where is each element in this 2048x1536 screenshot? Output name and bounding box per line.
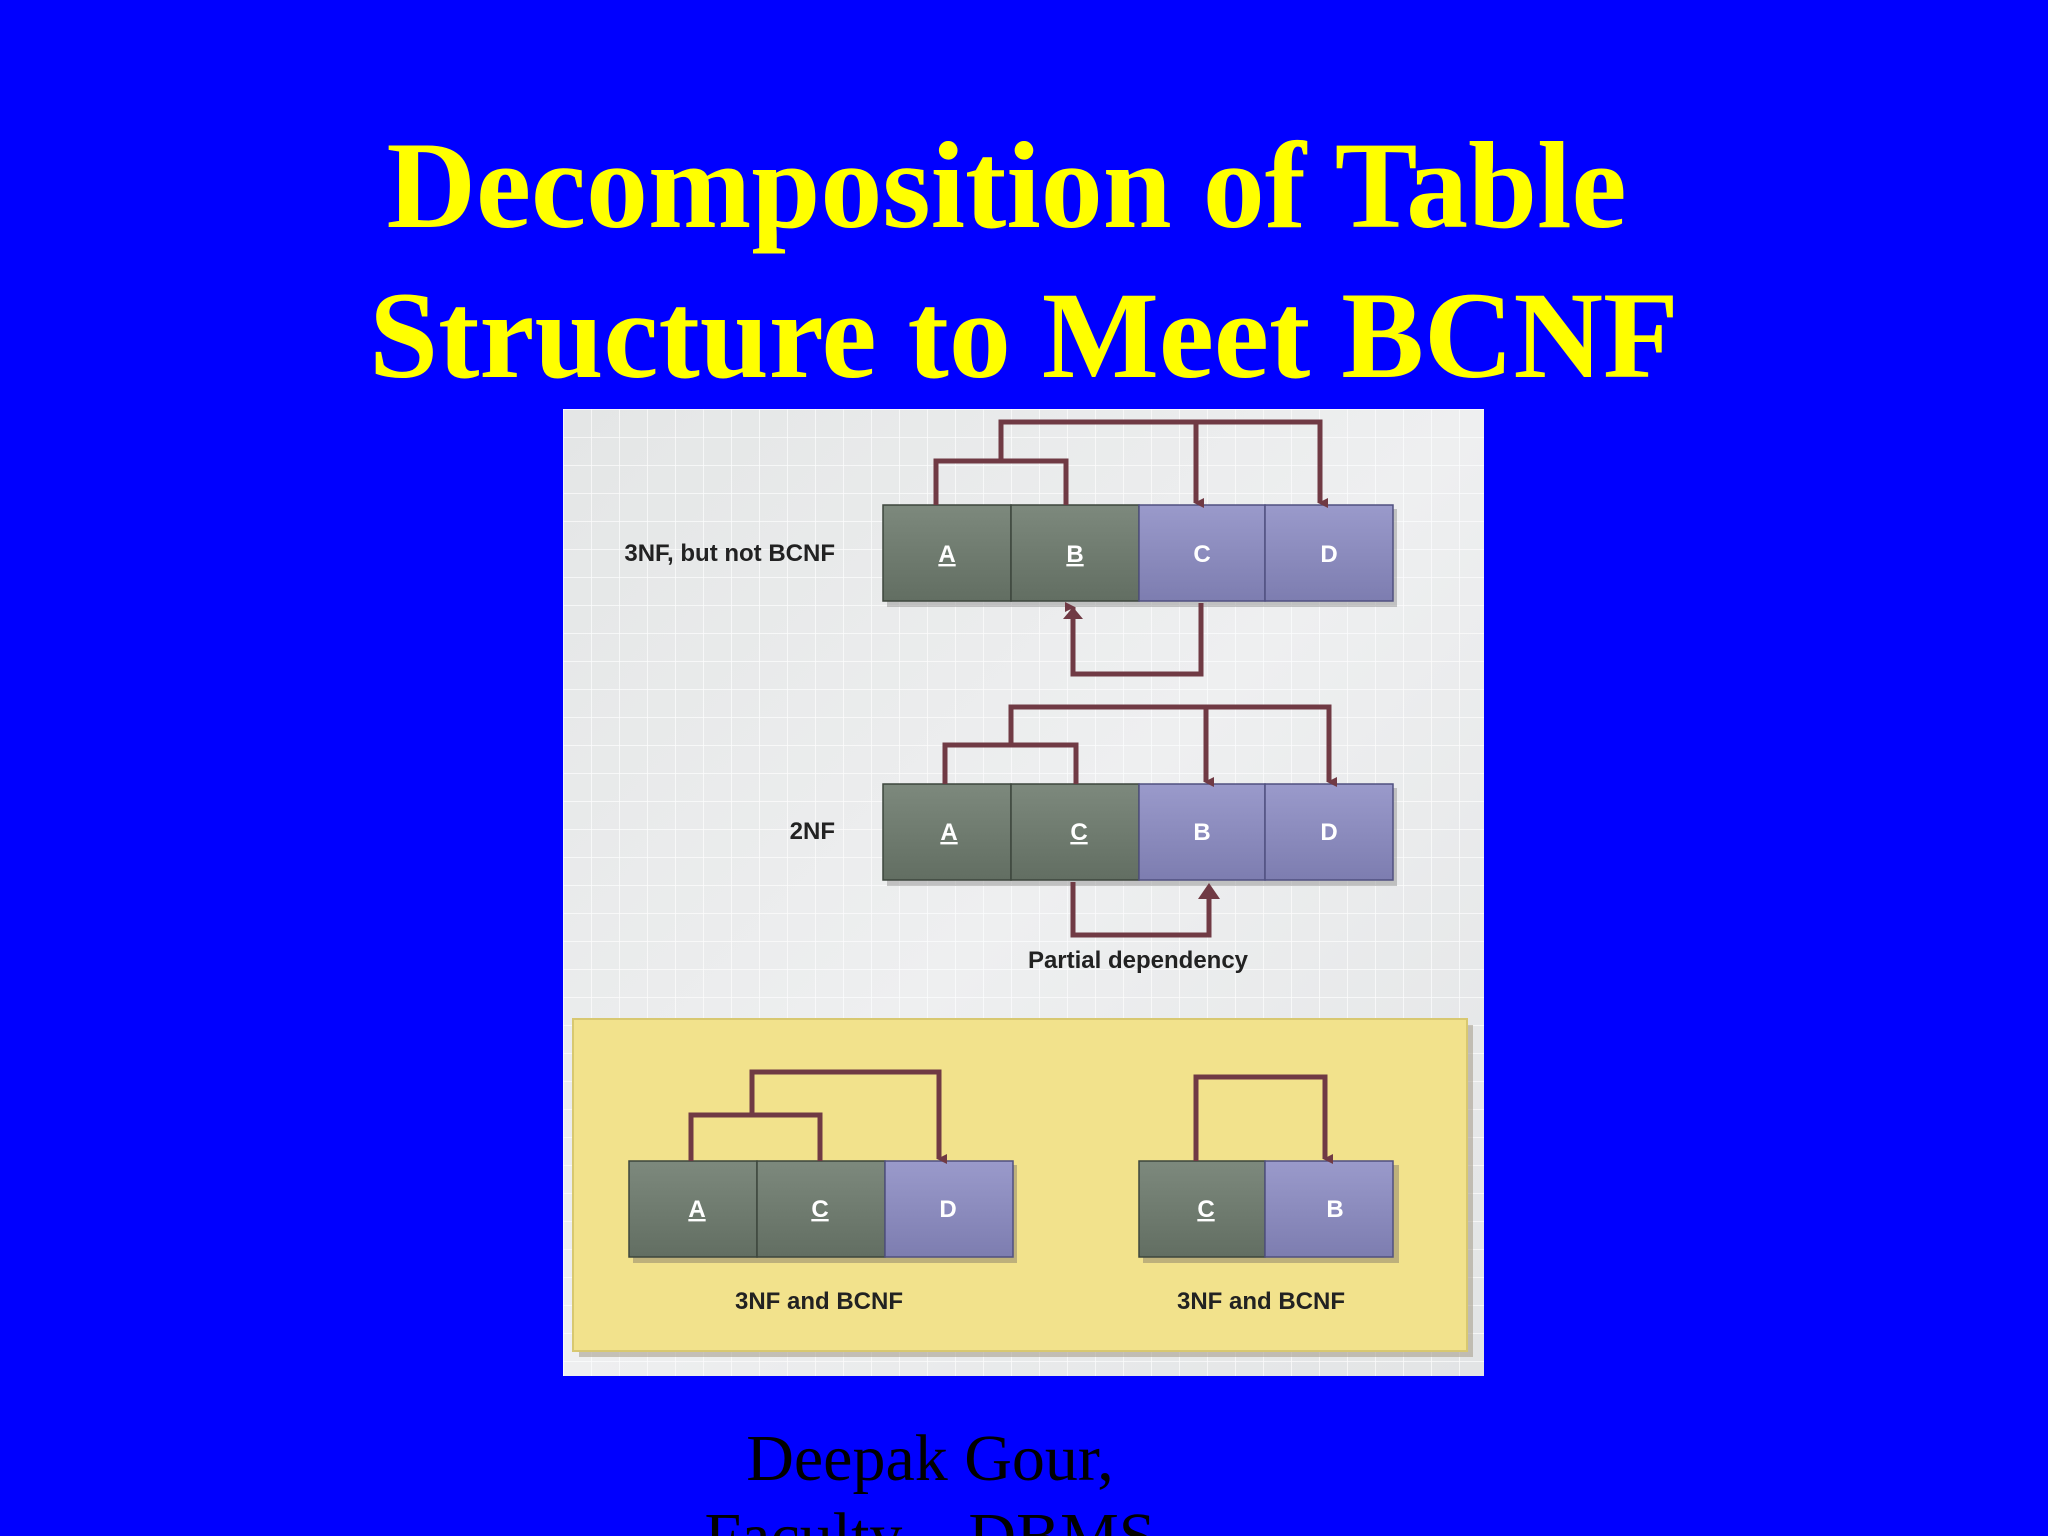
row2-dependency-arrows [942, 704, 1337, 938]
title-line-2: Structure to Meet BCNF [369, 267, 1679, 405]
row3-right-table [1138, 1160, 1399, 1263]
row2-cell-d: D [1320, 819, 1337, 846]
row3-right-caption: 3NF and BCNF [1177, 1288, 1345, 1315]
row2-label: 2NF [790, 818, 835, 845]
row1-cell-b: B [1066, 541, 1083, 568]
row3-right-cell-c: C [1197, 1196, 1214, 1223]
row2-cell-a: A [940, 819, 957, 846]
row3-right-dependency-arrows [1193, 1074, 1333, 1164]
bcnf-decomposition-diagram: 3NF, but not BCNF A B C D 2NF A C [563, 409, 1484, 1376]
author-footer: Deepak Gour, Faculty – DBMS [0, 1420, 1860, 1536]
row1-table [882, 504, 1397, 607]
row2-cell-c: C [1070, 819, 1087, 846]
row2-bottom-arrowhead [1198, 883, 1220, 899]
row1-cell-c: C [1193, 541, 1210, 568]
slide-title: Decomposition of Table Structure to Meet… [0, 111, 2048, 411]
row3-right-cell-b: B [1326, 1196, 1343, 1223]
row1-bottom-arrowhead [1063, 607, 1083, 619]
row1-cell-d: D [1320, 541, 1337, 568]
row3-left-caption: 3NF and BCNF [735, 1288, 903, 1315]
row2-table [882, 783, 1397, 886]
diagram-svg: 3NF, but not BCNF A B C D 2NF A C [563, 409, 1484, 1376]
partial-dependency-label: Partial dependency [1028, 947, 1249, 974]
row3-left-cell-a: A [688, 1196, 705, 1223]
row2-cell-b: B [1193, 819, 1210, 846]
row3-left-cell-c: C [811, 1196, 828, 1223]
row3-left-table [628, 1160, 1017, 1263]
title-line-1: Decomposition of Table [386, 117, 1627, 255]
author-name: Deepak Gour, [746, 1422, 1114, 1495]
row1-label: 3NF, but not BCNF [624, 540, 835, 567]
row3-left-dependency-arrows [688, 1069, 947, 1164]
row3-left-cell-d: D [939, 1196, 956, 1223]
row1-dependency-arrows [933, 419, 1328, 677]
row1-cell-a: A [938, 541, 955, 568]
author-role: Faculty – DBMS [0, 1498, 1860, 1536]
